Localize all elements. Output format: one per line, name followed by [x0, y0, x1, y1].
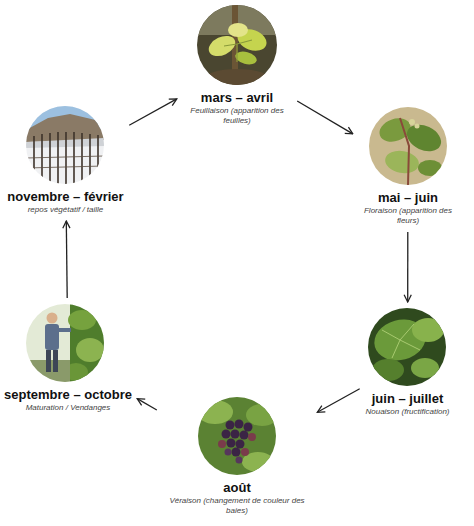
period-label: septembre – octobre [4, 387, 132, 402]
period-label: mai – juin [358, 190, 458, 205]
cycle-arrow [407, 232, 408, 302]
cycle-arrow [129, 99, 177, 125]
veraison-photo [197, 397, 278, 475]
cycle-arrow [137, 399, 157, 410]
harvest-photo [26, 304, 104, 382]
cycle-arrow [297, 101, 353, 134]
winter-photo [26, 106, 104, 184]
stage-description: Véraison (changement de couleur des baie… [162, 496, 312, 516]
stage-node: novembre – févrierrepos végétatif / tail… [7, 106, 124, 215]
budburst-photo [197, 5, 277, 91]
stage-node: mai – juinFloraison (apparition des fleu… [358, 107, 458, 226]
period-label: août [162, 480, 312, 495]
period-label: novembre – février [7, 189, 124, 204]
period-label: mars – avril [182, 90, 292, 105]
stage-description: Nouaison (fructification) [365, 407, 450, 417]
stage-node: juin – juilletNouaison (fructification) [365, 308, 450, 417]
stage-node: aoûtVéraison (changement de couleur des … [162, 397, 312, 516]
stage-node: septembre – octobreMaturation / Vendange… [4, 304, 132, 413]
flowering-photo [369, 107, 447, 185]
stage-description: Floraison (apparition des fleurs) [358, 206, 458, 226]
stage-description: Feuillaison (apparition des feuilles) [182, 106, 292, 126]
stage-description: repos végétatif / taille [7, 205, 124, 215]
cycle-arrow [317, 389, 359, 413]
stage-description: Maturation / Vendanges [8, 403, 128, 413]
period-label: juin – juillet [365, 391, 450, 406]
stage-node: mars – avrilFeuillaison (apparition des … [182, 5, 292, 126]
cycle-arrow [66, 221, 68, 298]
fruit-set-photo [368, 308, 446, 386]
